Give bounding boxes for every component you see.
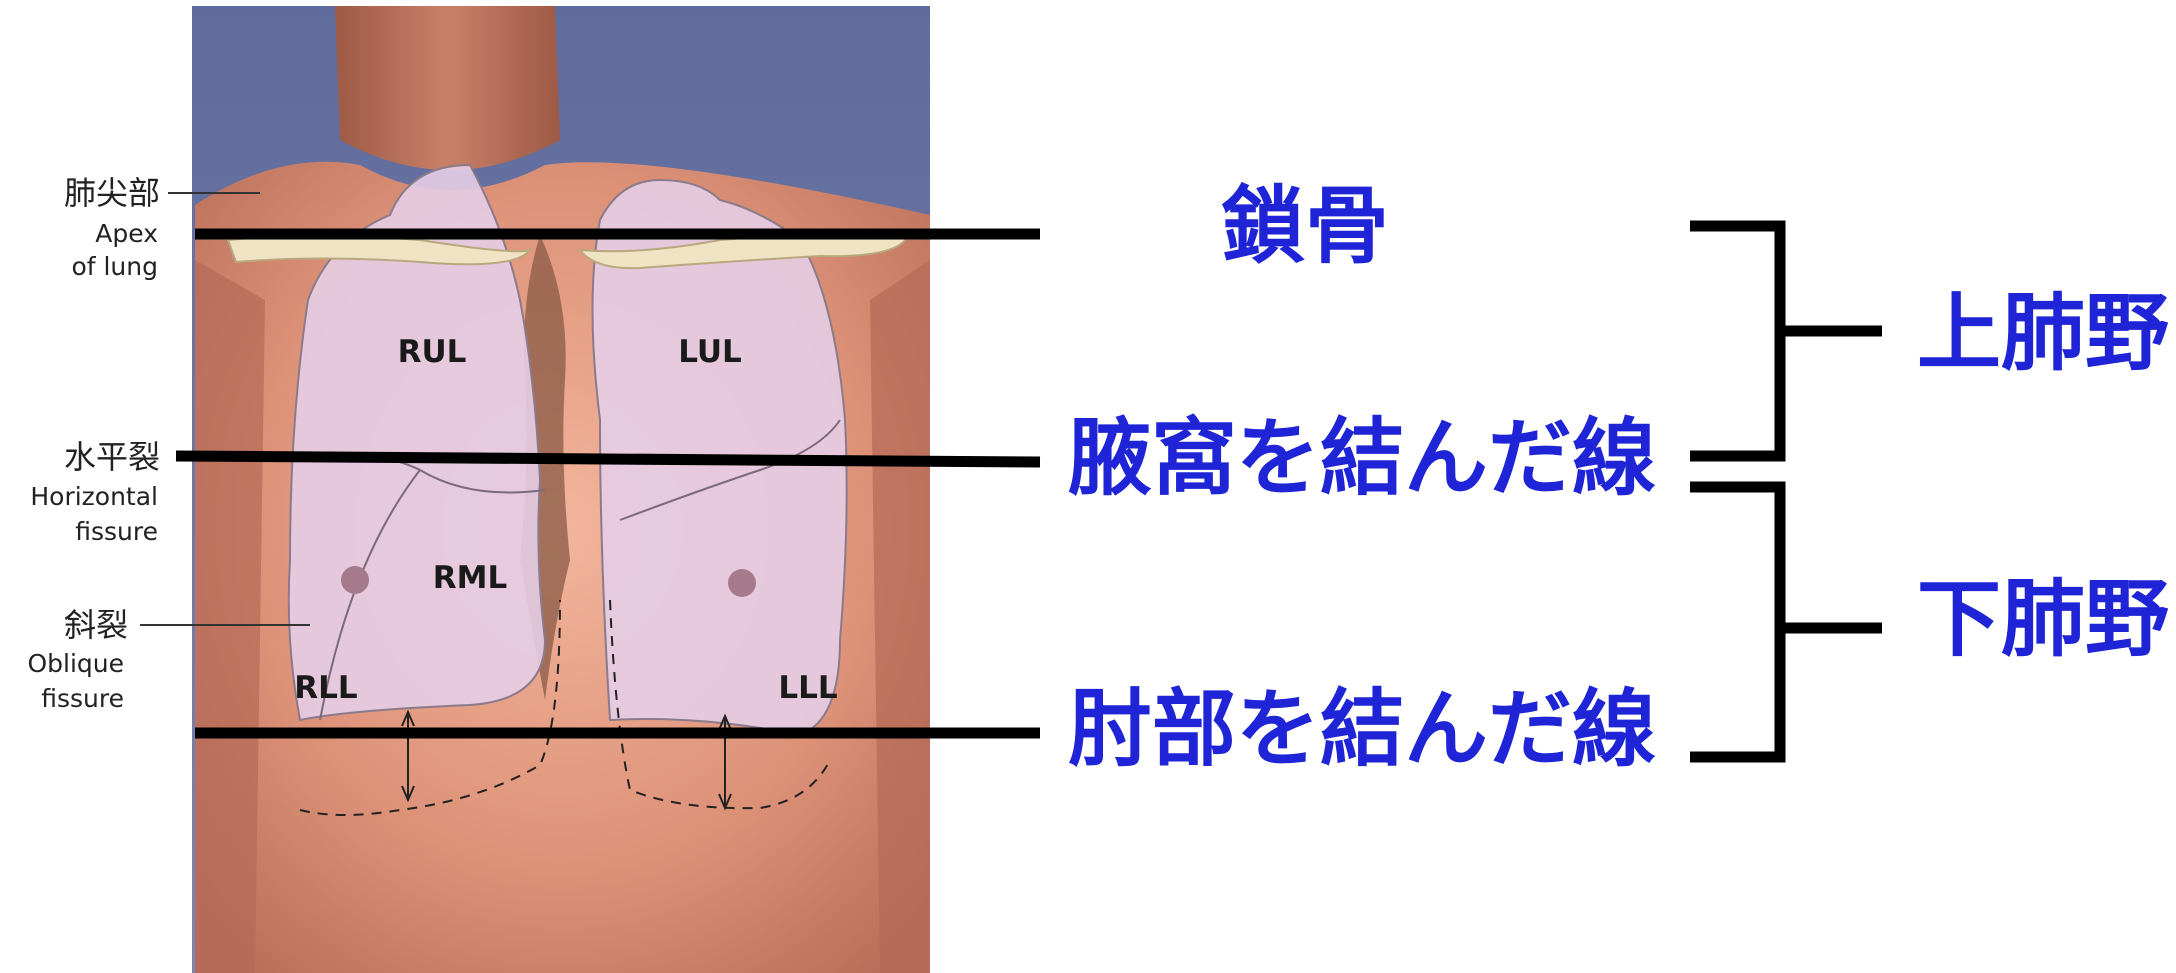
apex-label-jp: 肺尖部 bbox=[64, 174, 160, 212]
oblique-label-jp: 斜裂 bbox=[64, 606, 128, 644]
lobe-lul: LUL bbox=[678, 334, 742, 370]
horizontal-label-jp: 水平裂 bbox=[64, 438, 160, 476]
horizontal-label-en-2: fissure bbox=[75, 517, 158, 546]
upper-field-bracket bbox=[1690, 226, 1882, 456]
label-clavicle: 鎖骨 bbox=[1221, 177, 1389, 275]
lower-field-bracket bbox=[1690, 487, 1882, 757]
axilla-line bbox=[176, 456, 1040, 462]
lobe-lll: LLL bbox=[778, 670, 837, 706]
nipple-right bbox=[341, 566, 369, 594]
label-axilla-line: 腋窩を結んだ線 bbox=[1068, 409, 1656, 507]
apex-label-en-2: of lung bbox=[71, 252, 158, 281]
lobe-rul: RUL bbox=[398, 334, 467, 370]
horizontal-label-en-1: Horizontal bbox=[30, 482, 158, 511]
lobe-rll: RLL bbox=[294, 670, 357, 706]
label-elbow-line: 肘部を結んだ線 bbox=[1068, 680, 1656, 778]
lobe-rml: RML bbox=[433, 560, 507, 596]
oblique-label-en-1: Oblique bbox=[27, 649, 124, 678]
oblique-label-en-2: fissure bbox=[41, 684, 124, 713]
label-lower-lung-field: 下肺野 bbox=[1917, 570, 2169, 668]
annotation-horizontal-fissure: 水平裂 Horizontal fissure bbox=[30, 438, 160, 546]
label-upper-lung-field: 上肺野 bbox=[1917, 284, 2169, 382]
apex-label-en-1: Apex bbox=[95, 219, 158, 248]
nipple-left bbox=[728, 569, 756, 597]
